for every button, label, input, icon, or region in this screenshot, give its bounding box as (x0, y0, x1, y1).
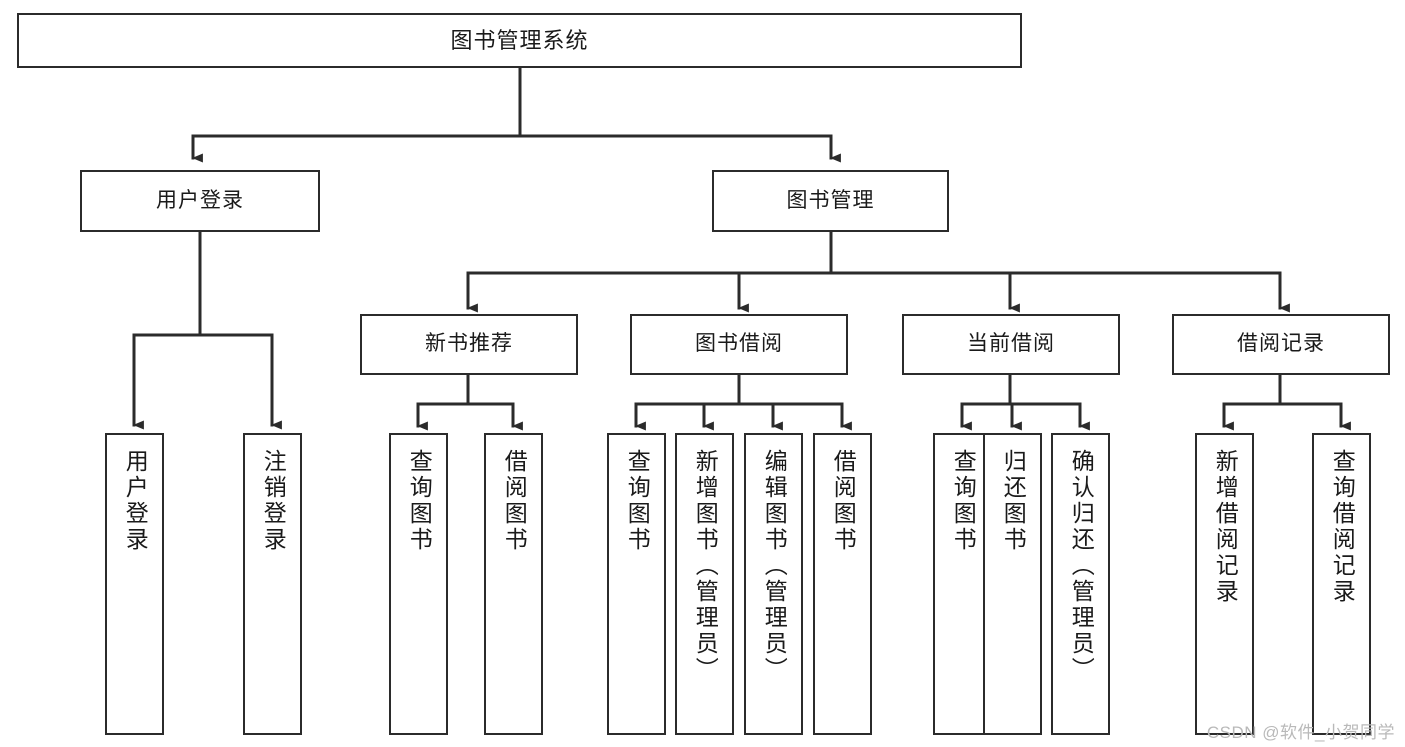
leaf-borrow-add-book-admin[interactable]: 新增图书（管理员） (675, 433, 734, 735)
node-label: 查询图书 (624, 449, 651, 553)
node-label: 新增借阅记录 (1212, 449, 1239, 605)
node-label: 当前借阅 (967, 332, 1055, 356)
leaf-user-login-logout[interactable]: 注销登录 (243, 433, 302, 735)
node-borrow-records[interactable]: 借阅记录 (1172, 314, 1390, 375)
node-label: 用户登录 (156, 188, 244, 212)
node-label: 查询图书 (950, 449, 977, 553)
node-label: 新书推荐 (425, 332, 513, 356)
node-label: 借阅记录 (1237, 332, 1325, 356)
node-label: 注销登录 (260, 449, 287, 553)
node-label: 编辑图书（管理员） (761, 449, 788, 683)
node-label: 图书管理 (786, 188, 875, 212)
csdn-watermark: CSDN @软件_小贺同学 (1206, 723, 1395, 742)
node-label: 借阅图书 (830, 449, 857, 553)
node-book-borrowing[interactable]: 图书借阅 (630, 314, 848, 375)
node-label: 归还图书 (1000, 449, 1027, 553)
node-current-borrowing[interactable]: 当前借阅 (902, 314, 1120, 375)
leaf-record-add-borrow-record[interactable]: 新增借阅记录 (1195, 433, 1254, 735)
leaf-borrow-edit-book-admin[interactable]: 编辑图书（管理员） (744, 433, 803, 735)
node-label: 查询图书 (406, 449, 433, 553)
node-new-book-recommendation[interactable]: 新书推荐 (360, 314, 578, 375)
node-label: 图书管理系统 (450, 27, 589, 53)
leaf-current-confirm-return-admin[interactable]: 确认归还（管理员） (1051, 433, 1110, 735)
node-label: 确认归还（管理员） (1068, 449, 1095, 683)
leaf-borrow-borrow-books[interactable]: 借阅图书 (813, 433, 872, 735)
node-book-management[interactable]: 图书管理 (712, 170, 949, 232)
leaf-current-return-books[interactable]: 归还图书 (983, 433, 1042, 735)
node-label: 图书借阅 (695, 332, 783, 356)
node-label: 借阅图书 (501, 449, 528, 553)
leaf-new-book-borrow-books[interactable]: 借阅图书 (484, 433, 543, 735)
node-label: 新增图书（管理员） (692, 449, 719, 683)
leaf-borrow-query-books[interactable]: 查询图书 (607, 433, 666, 735)
node-user-login[interactable]: 用户登录 (80, 170, 320, 232)
leaf-user-login-login[interactable]: 用户登录 (105, 433, 164, 735)
node-root-book-management-system[interactable]: 图书管理系统 (17, 13, 1022, 68)
leaf-new-book-query-books[interactable]: 查询图书 (389, 433, 448, 735)
node-label: 查询借阅记录 (1329, 449, 1356, 605)
leaf-record-query-borrow-record[interactable]: 查询借阅记录 (1312, 433, 1371, 735)
node-label: 用户登录 (122, 449, 149, 553)
